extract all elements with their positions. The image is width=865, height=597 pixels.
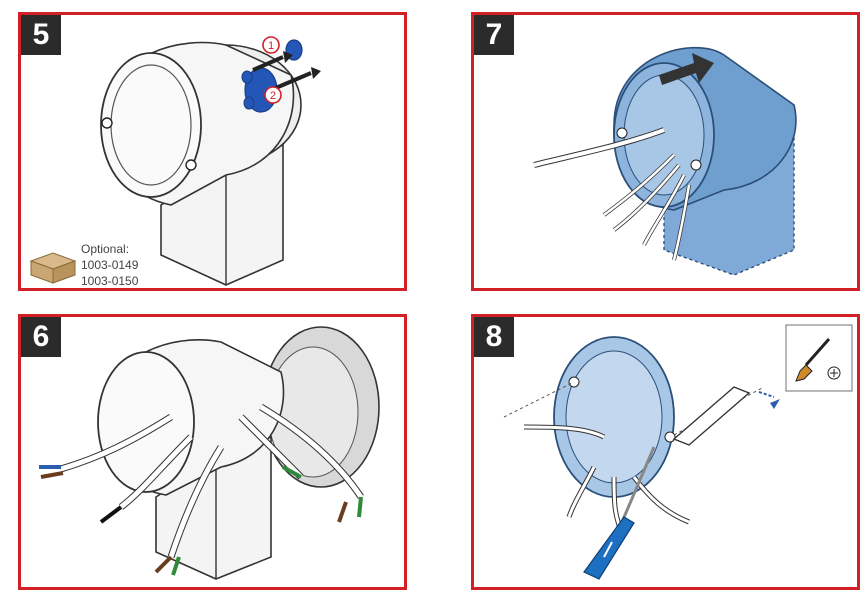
clamp-arm [672, 386, 751, 446]
screw-fixing-illustration [503, 324, 853, 580]
step-number-6: 6 [21, 317, 61, 357]
panel-step-8: 8 [471, 314, 860, 590]
wire-green-core-3 [357, 496, 363, 518]
tool-icon-box [785, 324, 853, 392]
marker-2-label: 2 [270, 90, 276, 102]
step-number-7: 7 [474, 15, 514, 55]
step-number-8: 8 [474, 317, 514, 357]
wire-brown-core-2 [154, 555, 173, 574]
wiring-illustration [39, 326, 380, 580]
marker-1-circle [262, 36, 280, 54]
screwdriver-icon [795, 338, 831, 382]
screwdriver-illustration [583, 446, 656, 580]
optional-code-1: 1003-0149 [81, 258, 139, 272]
box-insertion-illustration [533, 46, 797, 276]
phillips-head-icon [827, 366, 841, 380]
panel-step-5: 5 1 2 Optional: 100 [18, 12, 407, 291]
marker-1-label: 1 [268, 40, 274, 52]
panel-step-7: 7 [471, 12, 860, 291]
screw-right [185, 159, 197, 171]
mounting-box-illustration: 1 2 [29, 36, 321, 286]
step-number-5: 5 [21, 15, 61, 55]
box-icon [29, 252, 77, 284]
wire-green-core [171, 556, 181, 576]
panel-step-6: 6 [18, 314, 407, 590]
screw-left [568, 376, 580, 388]
screw-right [664, 431, 676, 443]
arrow-icon [252, 55, 284, 72]
box-ring-front [97, 351, 195, 493]
wire-green-core-2 [282, 465, 302, 479]
wire-brown-core [40, 471, 64, 479]
optional-label: Optional: [81, 242, 130, 256]
wire-brown-core-3 [337, 501, 348, 523]
wire-black-core [99, 505, 123, 524]
marker-2-circle [264, 86, 282, 104]
optional-code-2: 1003-0150 [81, 274, 139, 288]
screw-left [616, 127, 628, 139]
arrow-icon [659, 53, 714, 85]
box-ring-front [100, 52, 202, 198]
screw-left [101, 117, 113, 129]
optional-note: Optional: 1003-0149 1003-0150 [81, 241, 139, 288]
